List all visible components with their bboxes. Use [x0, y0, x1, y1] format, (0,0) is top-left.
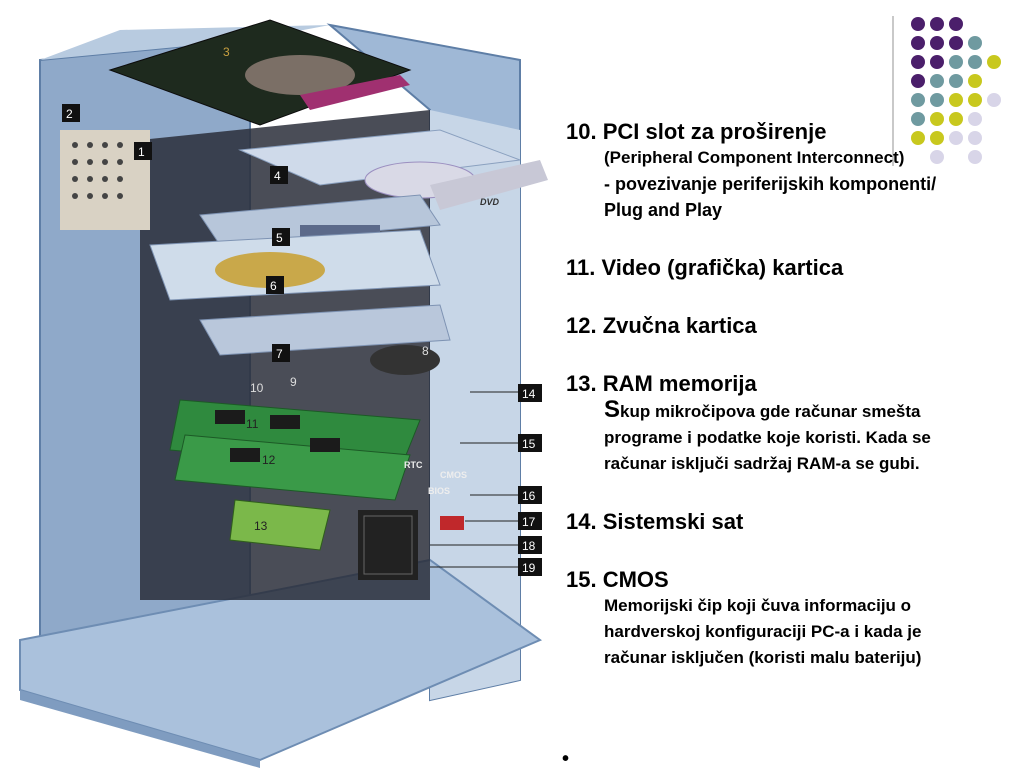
label-14: 14	[522, 387, 536, 401]
label-1: 1	[138, 145, 145, 159]
item-10-line-2: - povezivanje periferijskih komponenti/	[604, 174, 937, 194]
label-10: 10	[250, 381, 264, 395]
dvd-label: DVD	[480, 197, 500, 207]
label-6: 6	[270, 279, 277, 293]
chip-rtc: RTC	[404, 460, 423, 470]
label-12: 12	[262, 453, 276, 467]
label-8: 8	[422, 344, 429, 358]
item-13-line-3: računar isključi sadržaj RAM-a se gubi.	[604, 454, 920, 473]
item-10-line-1: (Peripheral Component Interconnect)	[604, 148, 905, 167]
item-13-line-2: programe i podatke koje koristi. Kada se	[604, 428, 931, 447]
label-3: 3	[223, 45, 230, 59]
label-17: 17	[522, 515, 536, 529]
bullet-point: •	[562, 748, 570, 770]
item-11-heading: 11. Video (grafička) kartica	[566, 255, 844, 280]
divider-line	[892, 16, 894, 166]
item-15-line-2: hardverskoj konfiguraciji PC-a i kada je	[604, 622, 922, 641]
item-13-line-1: Skup mikročipova gde računar smešta	[604, 397, 1018, 425]
item-15-line-1: Memorijski čip koji čuva informaciju o	[604, 596, 912, 615]
component-list: 10. PCI slot za proširenje (Peripheral C…	[566, 118, 1018, 671]
chip-cmos: CMOS	[440, 470, 467, 480]
item-12-heading: 12. Zvučna kartica	[566, 313, 757, 338]
label-5: 5	[276, 231, 283, 245]
label-16: 16	[522, 489, 536, 503]
label-11: 11	[246, 417, 259, 431]
label-19: 19	[522, 561, 536, 575]
item-14-heading: 14. Sistemski sat	[566, 509, 744, 534]
item-10-line-3: Plug and Play	[604, 200, 723, 220]
item-13-line-1-text: kup mikročipova gde računar smešta	[620, 402, 921, 421]
item-15-line-3: računar isključen (koristi malu bateriju…	[604, 648, 922, 667]
label-13: 13	[254, 519, 268, 533]
label-18: 18	[522, 539, 536, 553]
computer-case-illustration: 2 1 3 4 5 6 7 8 9 10 11 12 13 14 15 16 1…	[19, 19, 548, 768]
label-7: 7	[276, 347, 283, 361]
item-13-first-letter: S	[604, 396, 621, 423]
item-15-heading: 15. CMOS	[566, 567, 669, 592]
label-4: 4	[274, 169, 281, 183]
decorative-dot-grid	[911, 17, 1001, 164]
item-13-heading: 13. RAM memorija	[566, 371, 757, 396]
label-2: 2	[66, 107, 73, 121]
label-15: 15	[522, 437, 536, 451]
chip-bios: BIOS	[428, 486, 450, 496]
item-10-heading: 10. PCI slot za proširenje	[566, 119, 827, 144]
label-9: 9	[290, 375, 297, 389]
